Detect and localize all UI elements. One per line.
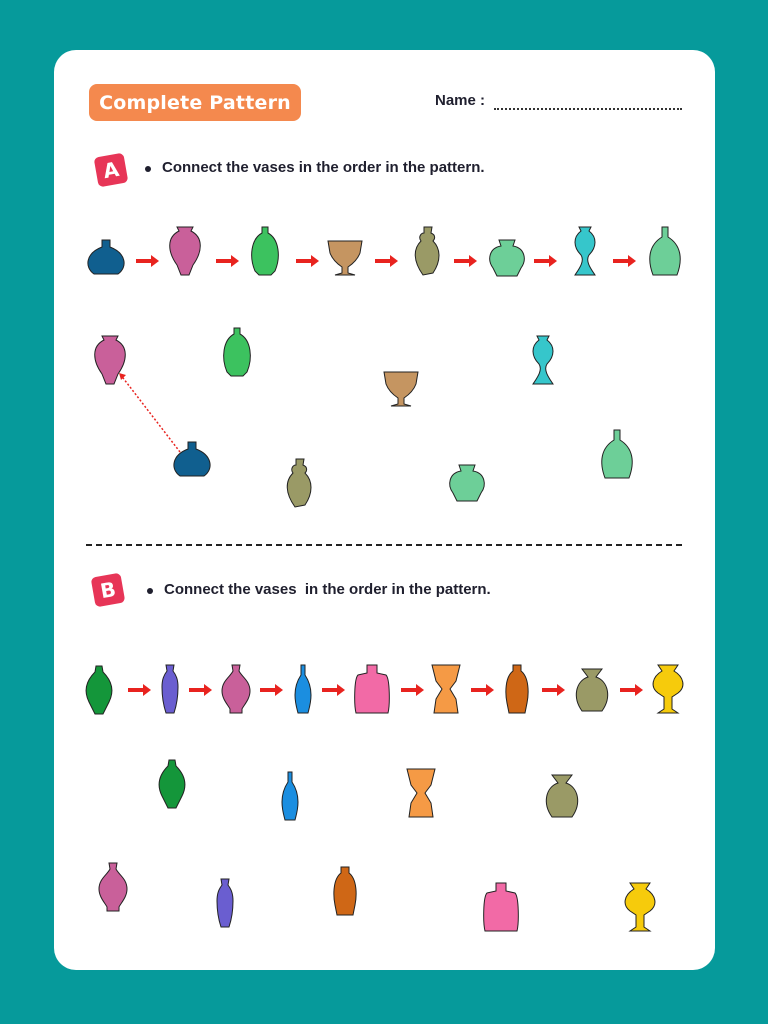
name-label: Name : (435, 92, 486, 109)
arrow-right-icon (258, 682, 285, 698)
orange-goblet-icon (406, 768, 436, 818)
teal-slim-vase-icon (532, 335, 554, 385)
teal-slim-vase-icon (574, 226, 596, 276)
arrow-right-icon (373, 253, 400, 269)
blue-bottle-icon (281, 771, 299, 821)
bullet-icon (145, 166, 151, 172)
orange-goblet-icon (431, 664, 461, 714)
section-b-pattern-row (85, 664, 684, 715)
mint-wide-vase-icon (489, 239, 525, 277)
mint-wide-vase-icon (449, 464, 485, 502)
mint-bottle-vase-icon (601, 429, 633, 479)
purple-slim-bottle-icon (216, 878, 234, 928)
yellow-goblet-vase-icon (624, 882, 656, 932)
yellow-goblet-vase-icon (652, 664, 684, 714)
tan-goblet-icon (383, 371, 419, 407)
pink-square-bottle-icon (354, 664, 390, 714)
pink-bulb-vase-icon (221, 664, 251, 714)
arrow-right-icon (540, 682, 567, 698)
blue-bottle-icon (294, 664, 312, 714)
green-vase-icon (251, 226, 279, 276)
arrow-right-icon (532, 253, 559, 269)
page-title: Complete Pattern (89, 84, 301, 121)
bullet-icon (147, 588, 153, 594)
green-diamond-vase-icon (85, 665, 113, 715)
section-divider (86, 544, 682, 546)
pink-square-bottle-icon (483, 882, 519, 932)
olive-round-vase-icon (545, 774, 579, 818)
arrow-right-icon (126, 682, 153, 698)
arrow-right-icon (469, 682, 496, 698)
example-connector-line (119, 373, 181, 453)
orange-vase-icon (333, 866, 357, 916)
section-b-scattered (98, 759, 656, 932)
arrow-right-icon (214, 253, 241, 269)
arrow-right-icon (294, 253, 321, 269)
tan-goblet-icon (327, 240, 363, 276)
arrow-right-icon (320, 682, 347, 698)
arrow-right-icon (134, 253, 161, 269)
green-vase-icon (223, 327, 251, 377)
mint-bottle-vase-icon (649, 226, 681, 276)
arrow-right-icon (187, 682, 214, 698)
pink-vase-icon (169, 226, 201, 276)
arrow-right-icon (611, 253, 638, 269)
connector-arrowhead-icon (119, 373, 126, 380)
navy-round-vase-icon (87, 239, 125, 275)
purple-slim-bottle-icon (161, 664, 179, 714)
section-a-scattered (94, 327, 633, 508)
arrow-right-icon (618, 682, 645, 698)
pink-bulb-vase-icon (98, 862, 128, 912)
arrow-right-icon (452, 253, 479, 269)
section-a-pattern-row (87, 226, 681, 277)
olive-tall-vase-icon (414, 226, 440, 276)
section-a-instruction: Connect the vases in the order in the pa… (162, 159, 485, 176)
navy-round-vase-icon (173, 441, 211, 477)
olive-round-vase-icon (575, 668, 609, 712)
olive-tall-vase-icon (286, 458, 312, 508)
name-field-line[interactable] (494, 108, 682, 110)
worksheet-card (54, 50, 715, 970)
arrow-right-icon (399, 682, 426, 698)
orange-vase-icon (505, 664, 529, 714)
green-diamond-vase-icon (158, 759, 186, 809)
section-b-instruction: Connect the vases in the order in the pa… (164, 581, 491, 598)
